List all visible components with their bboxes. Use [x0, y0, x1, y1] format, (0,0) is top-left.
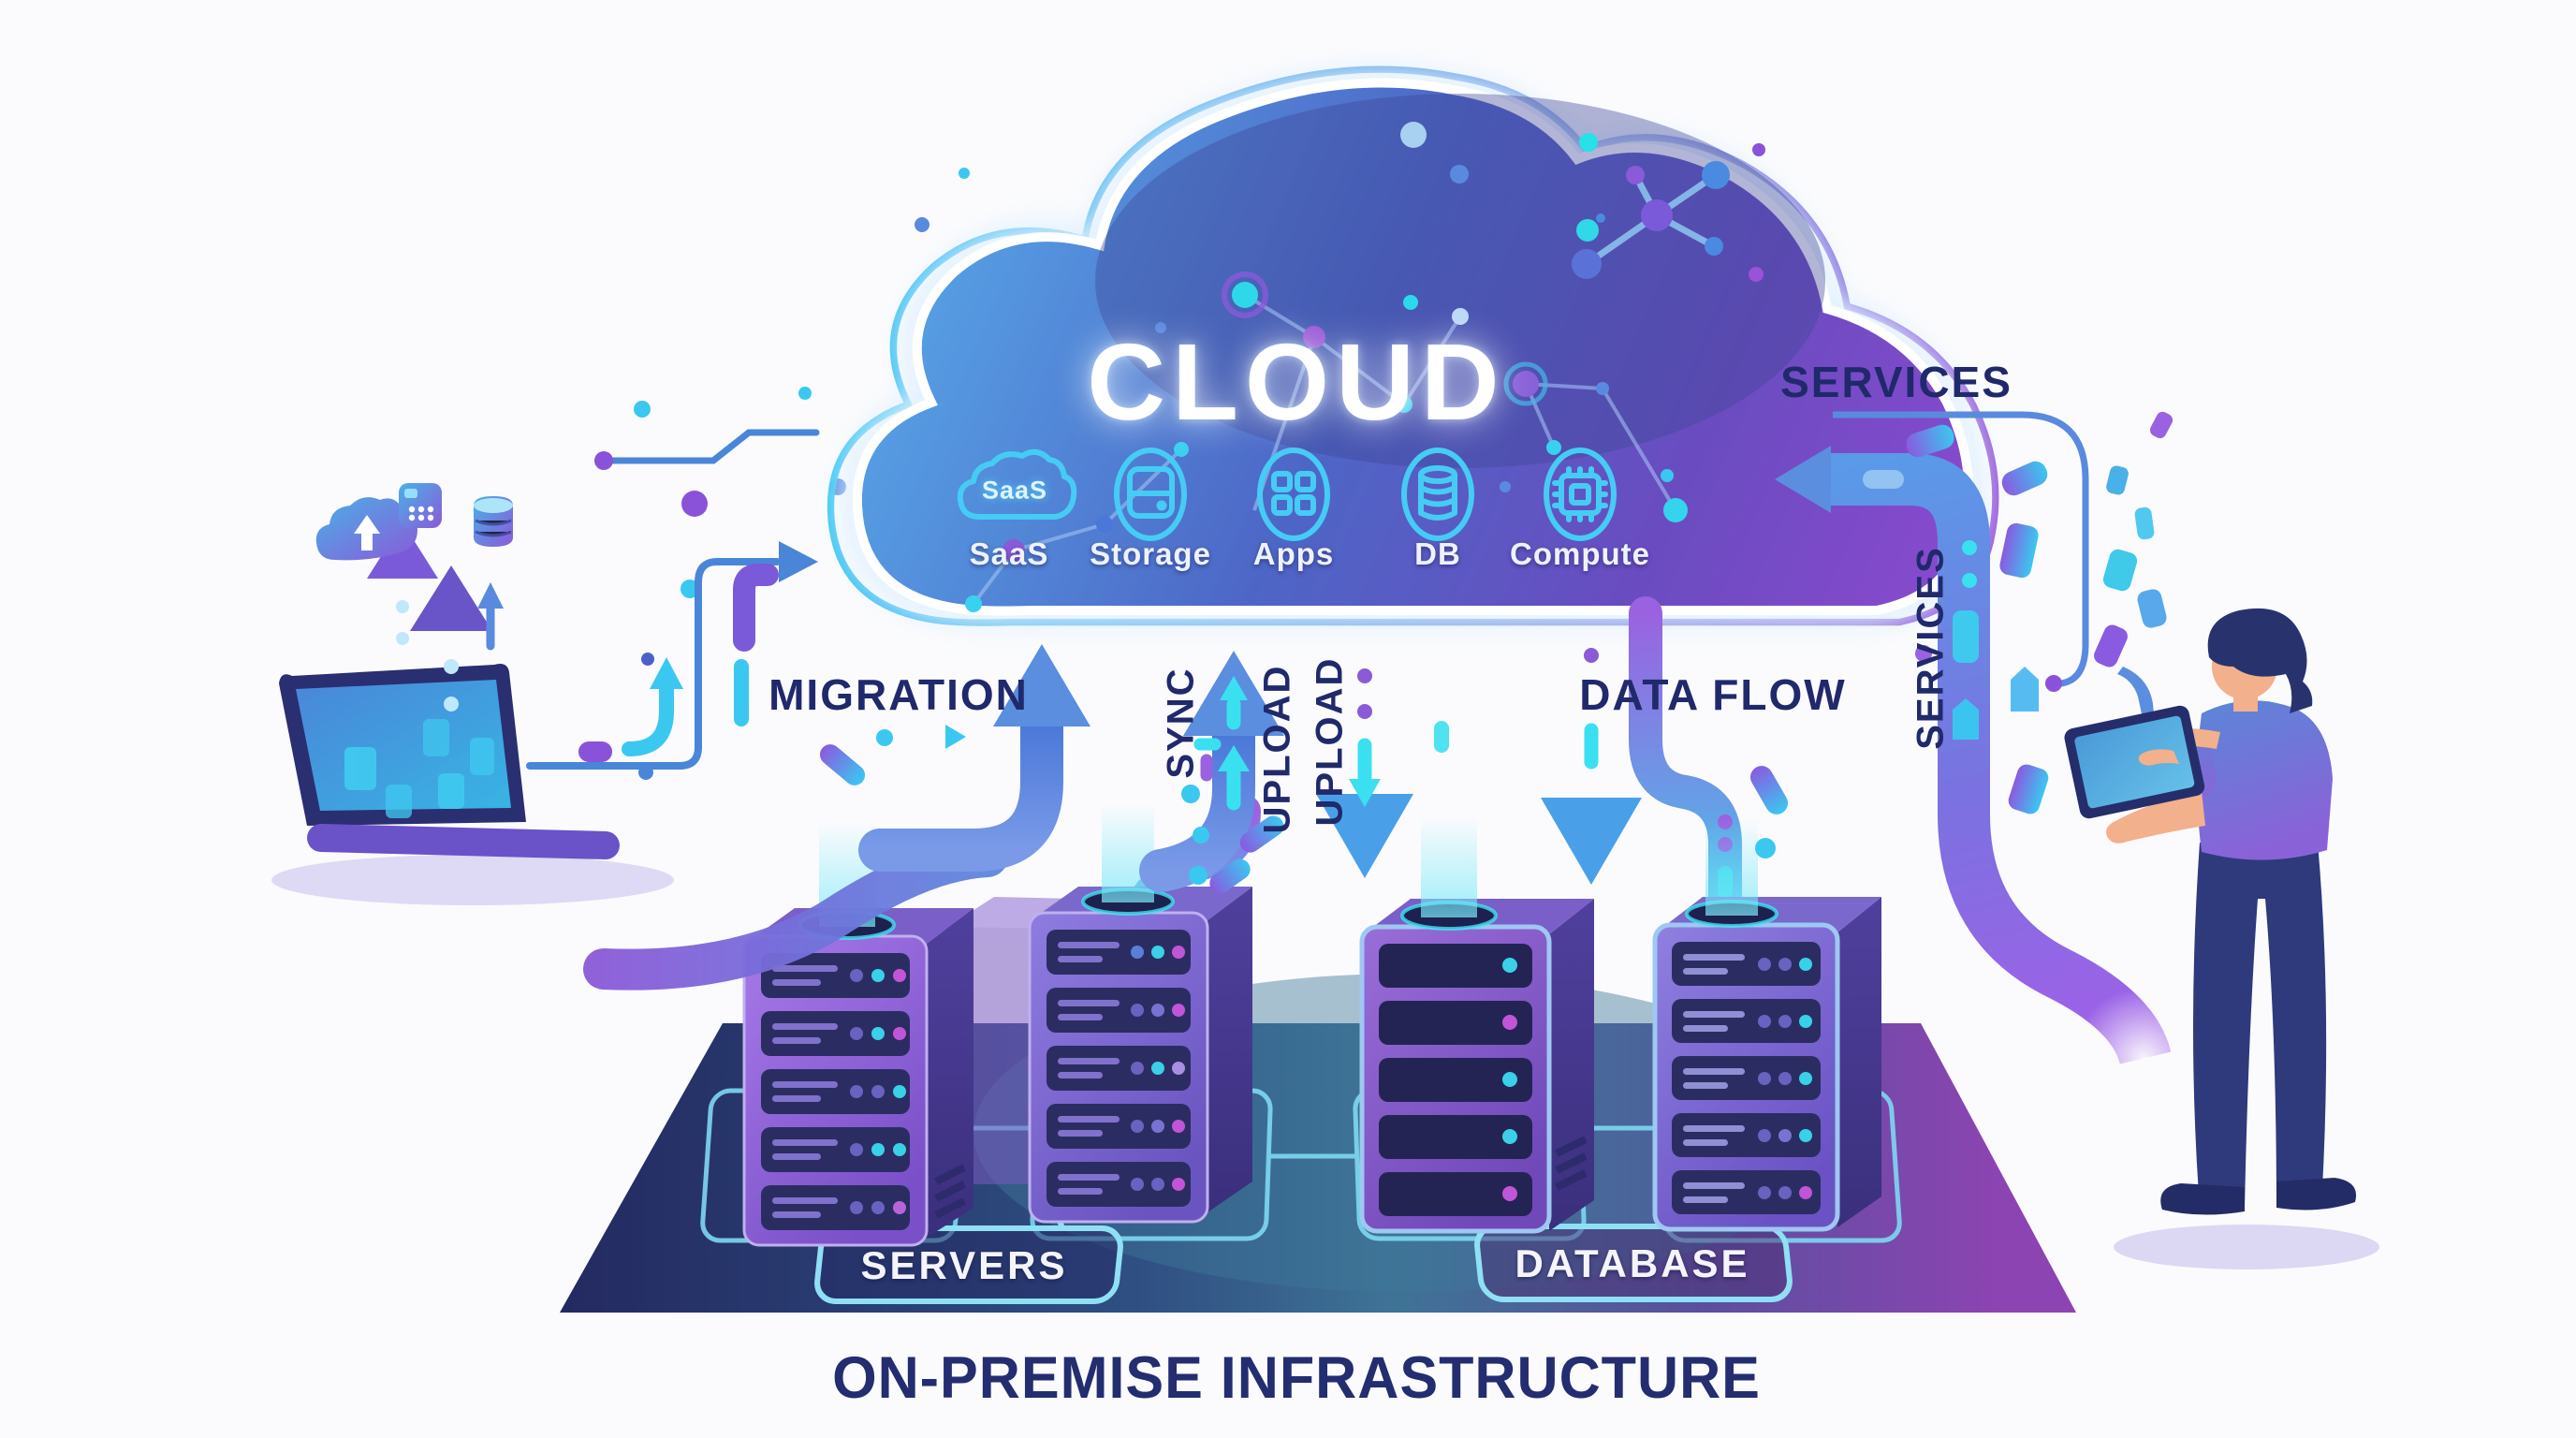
- migration-arrows: [583, 644, 1284, 990]
- database-cylinder-icon: [1401, 448, 1474, 541]
- database-plate-label: DATABASE: [1515, 1241, 1750, 1285]
- cloud-service-icons: [957, 448, 1674, 541]
- saas-badge: SaaS: [981, 476, 1048, 505]
- molecule-decoration: [1572, 133, 1765, 282]
- data-flow-arrow: [1541, 592, 1788, 885]
- constellation: [965, 271, 1688, 612]
- service-label-db: DB: [1414, 536, 1461, 571]
- tablet: [2064, 705, 2205, 819]
- services-thin-line: [1833, 411, 2089, 814]
- server-tower-2: [1028, 803, 1252, 1224]
- services-pipe: [1775, 446, 2214, 1128]
- cpu-chip-icon: [1544, 448, 1617, 541]
- services-confetti: [2094, 411, 2174, 745]
- on-premise-title: ON-PREMISE INFRASTRUCTURE: [832, 1345, 1761, 1411]
- laptop-to-cloud-pipe: [526, 541, 818, 770]
- dots-above-cloud: [915, 122, 1599, 242]
- upload-label-right: UPLOAD: [1309, 656, 1351, 827]
- database-icon-small: [474, 496, 513, 547]
- keypad-icon: [399, 483, 442, 528]
- saas-cloud-icon: [957, 448, 1077, 520]
- upload-down-arrow: [1316, 597, 1413, 878]
- service-label-apps: Apps: [1252, 536, 1335, 571]
- services-label-top: SERVICES: [1780, 358, 2012, 406]
- person-illustration: [2064, 608, 2379, 1269]
- services-label-side: SERVICES: [1910, 546, 1952, 750]
- laptop-upload-arrows: [353, 522, 504, 744]
- service-label-compute: Compute: [1510, 536, 1650, 571]
- servers-plate-label: SERVERS: [860, 1243, 1068, 1287]
- cloud-title: CLOUD: [1087, 321, 1506, 443]
- service-label-saas: SaaS: [969, 536, 1049, 571]
- storage-drive-icon: [1114, 448, 1187, 541]
- database-tower-1: [1359, 816, 1594, 1234]
- laptop-illustration: [271, 483, 674, 905]
- database-tower-2: [1652, 818, 1881, 1232]
- upload-label-left: UPLOAD: [1256, 664, 1298, 834]
- cloud-upload-icon: [315, 497, 417, 561]
- service-label-storage: Storage: [1090, 536, 1211, 571]
- data-flow-label: DATA FLOW: [1579, 670, 1847, 719]
- sync-label: SYNC: [1160, 667, 1202, 779]
- migration-label: MIGRATION: [768, 670, 1029, 719]
- apps-grid-icon: [1257, 448, 1330, 541]
